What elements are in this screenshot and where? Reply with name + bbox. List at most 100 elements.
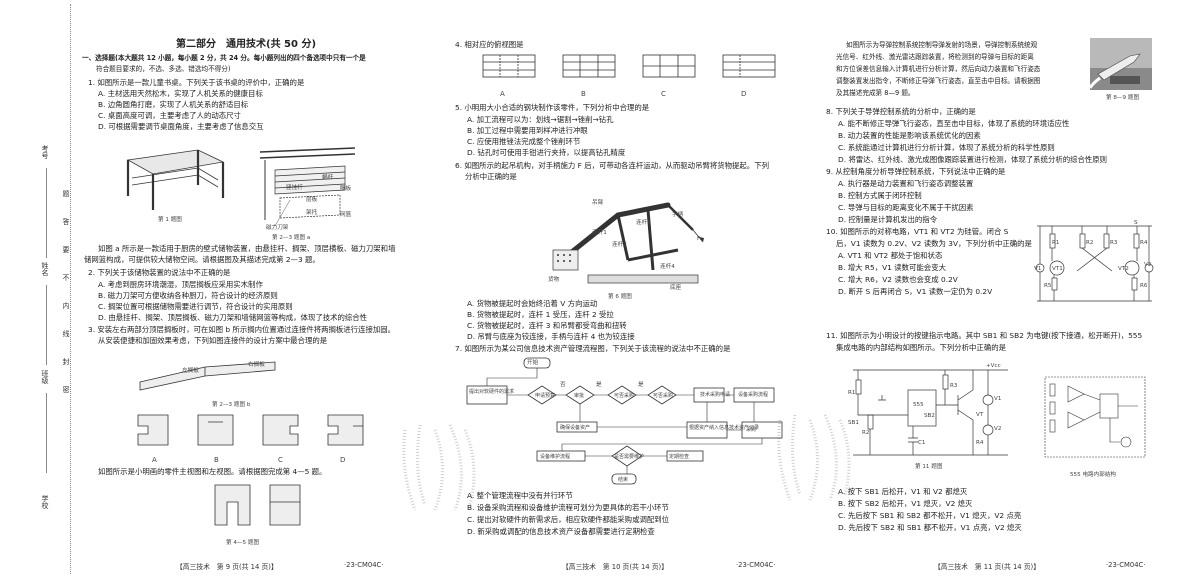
q8-option: B. 动力装置的性能是影响该系统优化的因素	[838, 131, 981, 140]
page-code: ·23-CM04C·	[1106, 561, 1146, 569]
q7-option: B. 设备采购流程和设备维护流程可划分为更具体的若干小环节	[467, 503, 669, 512]
fig11-label: V2	[994, 426, 1002, 432]
q2-option: A. 考虑到厨房环境潮湿，顶层搁板应采用实木制作	[98, 280, 263, 289]
q2-option: D. 由悬挂杆、搁架、顶层搁板、磁力刀架和墙储网篮等构成，体现了技术的综合性	[98, 313, 368, 322]
q7-option: A. 整个管理流程中没有并行环节	[467, 491, 573, 500]
fig23-label: 竖挂杆	[286, 185, 303, 191]
part-views-figure	[214, 484, 301, 526]
q1-option: B. 边角圆角打磨，实现了人机关系的舒适目标	[98, 100, 249, 109]
fig11-label: R4	[976, 440, 984, 446]
q6-stem: 6. 如图所示的起吊机构，对手柄施力 F 后，可带动各连杆运动，从而驱动吊臂将货…	[455, 161, 769, 170]
fig23-label: 网篮	[340, 212, 352, 218]
option-letter: D	[340, 456, 346, 464]
q6-option: B. 货物被提起时，连杆 1 受压，连杆 2 受拉	[467, 310, 614, 319]
symmetric-circuit-figure	[1035, 225, 1154, 302]
flowchart	[466, 357, 783, 485]
fig10-label: R2	[1086, 240, 1094, 246]
fig11-caption: 第 11 题图	[915, 464, 943, 470]
q11-option: B. 按下 SB2 后松开，V1 熄灭，V2 熄灭	[838, 499, 973, 508]
shelf-board-figure	[139, 361, 276, 391]
option-letter: B	[214, 456, 219, 464]
flow-node: 审批	[574, 393, 585, 399]
seal-char: 答	[62, 218, 70, 225]
school-label: 学校	[41, 495, 49, 509]
shelf-figure	[259, 147, 356, 227]
q8-option: D. 将雷达、红外线、激光成图像跟踪装置进行检测，体现了系统分析的综合性原则	[838, 155, 1108, 164]
fig10-label: R3	[1110, 240, 1118, 246]
flow-edge-label: 是	[638, 382, 644, 388]
flow-node: 设备采购流程	[738, 392, 769, 398]
fig10-label: R1	[1052, 240, 1060, 246]
class-label: 班级	[41, 370, 49, 384]
flow-node: 确保设备资产	[560, 425, 591, 431]
q1-option: C. 桌面高度可调，主要考虑了人的动态尺寸	[98, 111, 241, 120]
option-letter: D	[741, 90, 747, 98]
intro-q2-3: 如图 a 所示是一款适用于厨房的壁式储物装置，由悬挂杆、搁架、顶层横板、磁力刀架…	[98, 244, 396, 253]
q8-option: C. 系统能通过计算机进行分析计算，体现了系统分析的科学性原则	[838, 143, 1055, 152]
intro-q8-9: 及其描述完成第 8—9 题。	[836, 89, 915, 97]
q5-option: A. 加工流程可以为：划线→锯割→锉削→钻孔	[467, 115, 614, 124]
flow-node: 根据资产纳入信息技术资产记录	[689, 425, 760, 431]
fig3-caption: 第 2—3 题图 b	[212, 402, 251, 408]
flow-edge-label: 是	[596, 382, 602, 388]
fig23-caption: 第 2—3 题图 a	[272, 235, 311, 241]
seal-char: 密	[62, 386, 70, 393]
q2-option: C. 搁架位置可根据储物需要进行调节，符合设计的实用原则	[98, 302, 293, 311]
option-letter: C	[278, 456, 283, 464]
q10-stem-cont: 后，V1 读数为 0.2V、V2 读数为 3V，下列分析中正确的是	[836, 239, 1032, 248]
fig3-label: 左搁板	[182, 368, 199, 374]
q5-option: D. 钻孔时可使用手钳进行夹持，以提高钻孔精度	[467, 148, 626, 157]
q8-option: A. 能不断修正导弹飞行姿态，直至击中目标，体现了系统的环境适应性	[838, 119, 1070, 128]
fig6-caption: 第 6 题图	[608, 294, 632, 300]
q1-option: D. 可根据需要调节桌面角度，主要考虑了信息交互	[98, 122, 264, 131]
key-indicator-circuit-figure	[853, 369, 1008, 456]
section-header-cont: 符合题目要求的，不选、多选、错选均不得分)	[96, 65, 231, 73]
fig23-label: 层板	[306, 197, 318, 203]
flow-node: 定期检查	[669, 454, 690, 460]
fig6-label: 连杆2	[612, 242, 627, 248]
q10-option: B. 增大 R5，V1 读数可能会变大	[838, 263, 946, 272]
fig23-label: 蜗杆	[322, 175, 334, 181]
q1-stem: 1. 如图所示是一款儿童书桌。下列关于该书桌的评价中，正确的是	[88, 78, 305, 87]
flow-node: 采购	[746, 427, 757, 433]
desk-figure	[126, 149, 225, 210]
intro-q8-9: 光信号、红外线、激光雷达跟踪装置，将检测到的导弹与目标的距离	[836, 53, 1034, 61]
ic-555-internal-figure	[1044, 376, 1146, 458]
fig11-label: R1	[848, 390, 856, 396]
fig23-label: 隔板	[340, 186, 352, 192]
flow-node: 结束	[618, 477, 629, 483]
fig11-label: SB2	[924, 413, 935, 419]
q10-option: A. VT1 和 VT2 都处于饱和状态	[838, 251, 943, 260]
missile-photo	[1088, 38, 1152, 90]
q10-option: D. 断开 S 后再闭合 S，V1 读数一定仍为 0.2V	[838, 287, 993, 296]
q9-option: B. 控制方式属于闭环控制	[838, 191, 922, 200]
q9-stem: 9. 从控制角度分析导弹控制系统，下列说法中正确的是	[826, 167, 1006, 176]
q6-option: D. 吊臂与底座为铰连接，手柄与连杆 4 也为铰连接	[467, 332, 635, 341]
q9-option: D. 控制量是计算机发出的指令	[838, 215, 938, 224]
fig10-label: V1	[1034, 266, 1042, 272]
binding-line	[70, 4, 71, 574]
q7-stem: 7. 如图所示为某公司信息技术资产管理流程图，下列关于该流程的说法中不正确的是	[455, 344, 731, 353]
flow-node: 开始	[527, 360, 539, 366]
fig6-label: 连杆1	[592, 230, 607, 236]
q7-option: C. 提出对软硬件的新需求后，相应软硬件都能采购或调配到位	[467, 515, 670, 524]
fig1-caption: 第 1 题图	[158, 217, 182, 223]
q3-stem: 3. 安装左右两部分顶层搁板时，可在如图 b 所示搁内位置通过连接件将两搁板进行…	[88, 325, 396, 334]
ic555-caption: 555 电路内部结构	[1070, 472, 1117, 478]
fig3-label: 右搁板	[248, 362, 265, 368]
q11-option: D. 先后按下 SB2 和 SB1 都不松开，V1 点亮，V2 熄灭	[838, 523, 1022, 532]
fig10-label: S	[1134, 220, 1138, 226]
fig10-label: R5	[1044, 283, 1052, 289]
watermark-logo	[402, 424, 476, 511]
intro-q2-3-cont: 储网篮构成，可提供较大储物空间。请根据图及其描述完成第 2—3 题。	[84, 255, 320, 264]
part-heading: 第二部分 通用技术(共 50 分)	[176, 39, 317, 50]
page-code: ·23-CM04C·	[344, 561, 384, 569]
q4-stem: 4. 相对应的俯视图是	[455, 40, 524, 49]
q10-option: C. 增大 R6，V2 读数也会变成 0.2V	[838, 275, 958, 284]
seal-char: 封	[62, 358, 70, 365]
page-code: ·23-CM04C·	[736, 561, 776, 569]
seal-char: 不	[62, 274, 70, 281]
q5-stem: 5. 小明用大小合适的钢块制作该零件，下列分析中合理的是	[455, 103, 650, 112]
q8-stem: 8. 下列关于导弹控制系统的分析中，正确的是	[826, 107, 976, 116]
fig10-label: R4	[1140, 240, 1148, 246]
